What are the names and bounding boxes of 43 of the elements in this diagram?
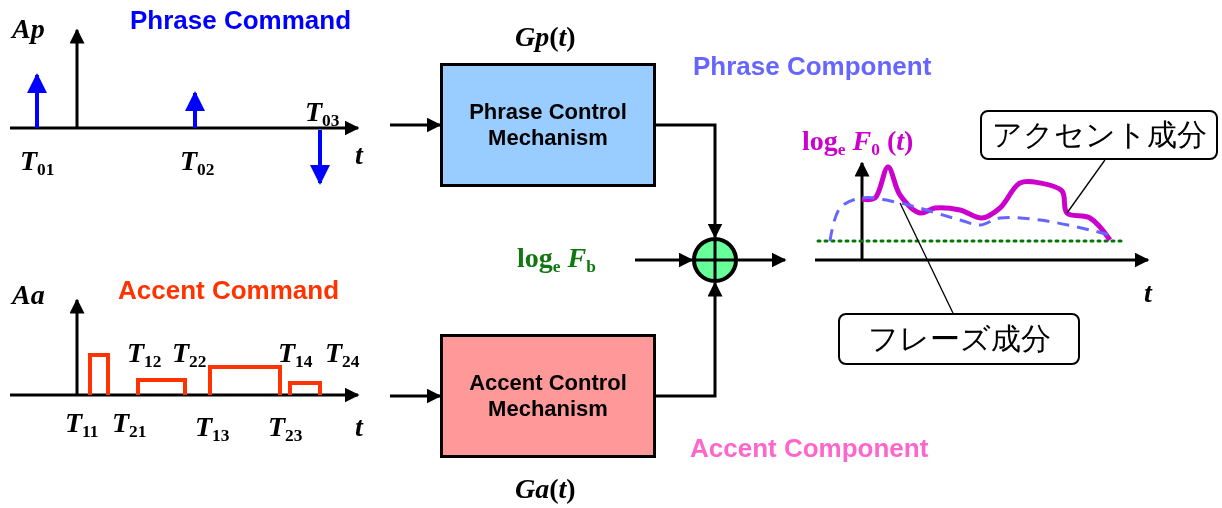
axis-label: t (1144, 278, 1152, 309)
axis-label: Aa (12, 280, 45, 311)
heading: Accent Component (690, 434, 929, 463)
leader-line (1066, 159, 1106, 214)
math-label: log$_{e}$ F$_{0}$ (t) (802, 126, 914, 160)
box-label: Accent Control Mechanism (468, 369, 628, 423)
math-label: T$_{01}$ (20, 146, 55, 180)
arrow (390, 117, 442, 133)
bias-label: log$_{e}$ F$_{b}$ (517, 242, 635, 278)
axis-label: Ap (12, 14, 45, 45)
math-label: T$_{24}$ (325, 338, 360, 372)
math-label: T$_{13}$ (195, 412, 230, 446)
arrow (656, 123, 723, 239)
transfer-function-label: Gp(t) (515, 22, 576, 53)
arrow (738, 252, 787, 268)
math-label: T$_{11}$ (65, 408, 99, 442)
math-label: T$_{02}$ (180, 146, 215, 180)
math-label: T$_{14}$ (278, 338, 313, 372)
math-label: T$_{21}$ (112, 408, 147, 442)
phrase-curve (828, 196, 1111, 242)
math-label: T$_{12}$ (127, 338, 162, 372)
heading: Phrase Component (693, 52, 932, 81)
math-label: T$_{22}$ (172, 338, 207, 372)
process-box (440, 334, 656, 458)
axis-label: t (355, 412, 363, 443)
heading: Accent Command (118, 276, 340, 305)
transfer-function-label: Ga(t) (515, 474, 576, 505)
accent-curve (861, 164, 1113, 242)
math-label: T$_{23}$ (268, 412, 303, 446)
math-label: T$_{03}$ (305, 97, 340, 131)
sum-junction (692, 237, 738, 283)
axis-label: t (355, 140, 363, 171)
callout-box (980, 110, 1218, 160)
leader-line (899, 202, 954, 314)
arrow (656, 281, 723, 398)
process-box (440, 63, 656, 187)
callout-text: フレーズ成分 (867, 321, 1051, 357)
arrow (635, 252, 694, 268)
arrow (390, 388, 442, 404)
callout-text: アクセント成分 (991, 117, 1207, 153)
heading: Phrase Command (130, 6, 352, 35)
callout-box (838, 313, 1080, 365)
box-label: Phrase Control Mechanism (468, 98, 628, 152)
